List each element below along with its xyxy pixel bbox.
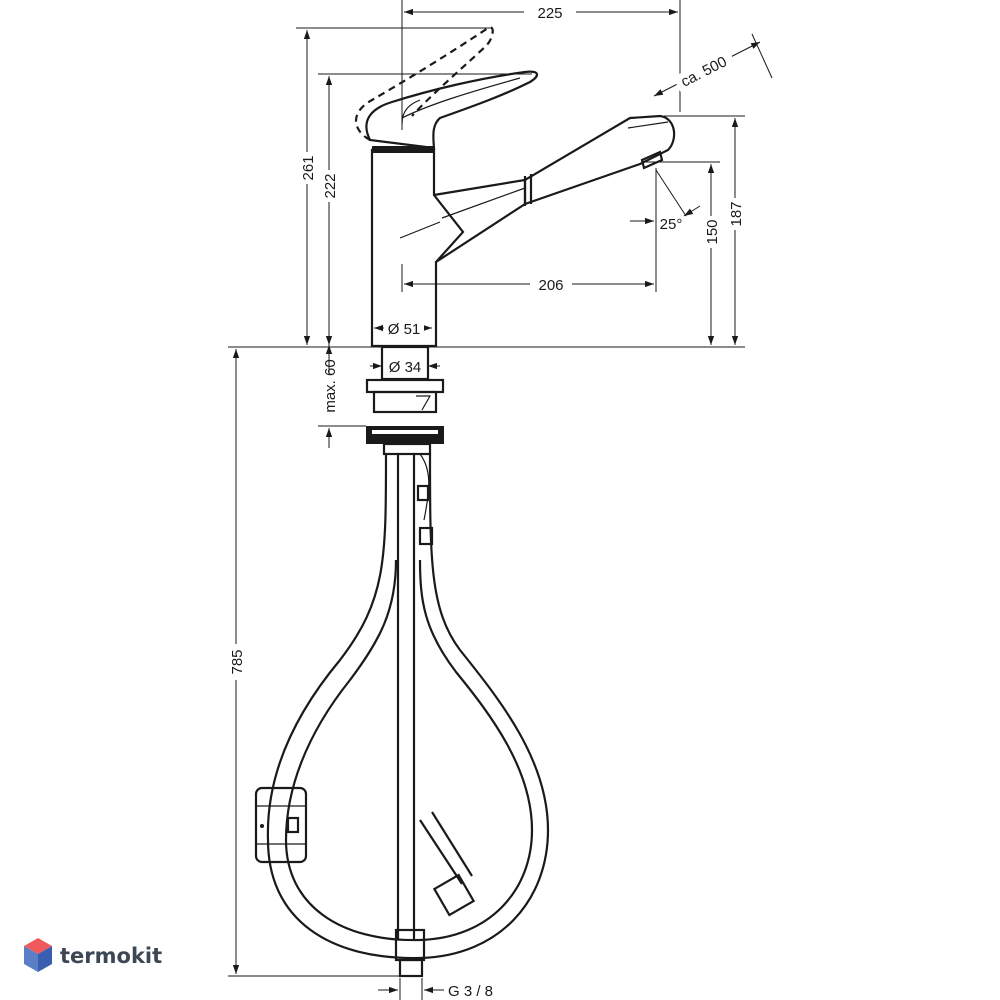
watermark-text: termokit [60, 944, 162, 968]
label-height-222: 222 [322, 173, 339, 198]
hoses [254, 453, 550, 978]
cube-right-face [38, 946, 52, 972]
label-diameter-51: Ø 51 [388, 321, 421, 338]
mounting-assembly [228, 345, 745, 456]
label-height-261: 261 [300, 155, 317, 180]
label-connection: G 3 / 8 [448, 983, 493, 1000]
label-height-187: 187 [728, 201, 745, 226]
label-hose-extension: ca. 500 [678, 53, 730, 90]
dimension-labels: 225 ca. 500 261 222 187 150 206 25° Ø 51… [228, 3, 745, 1000]
pull-out-spout [433, 114, 676, 263]
label-angle-25: 25° [660, 216, 683, 233]
label-reach-206: 206 [538, 277, 563, 294]
label-length-785: 785 [229, 649, 246, 674]
lever-handle [365, 70, 538, 150]
lever-handle-raised [354, 26, 494, 141]
cube-left-face [24, 946, 38, 972]
faucet-body [370, 146, 465, 348]
label-width-225: 225 [537, 5, 562, 22]
termokit-logo: termokit [24, 938, 162, 972]
label-height-150: 150 [704, 219, 721, 244]
dimension-lines [228, 0, 773, 1000]
label-max-60: max. 60 [322, 359, 339, 412]
label-diameter-34: Ø 34 [389, 359, 422, 376]
